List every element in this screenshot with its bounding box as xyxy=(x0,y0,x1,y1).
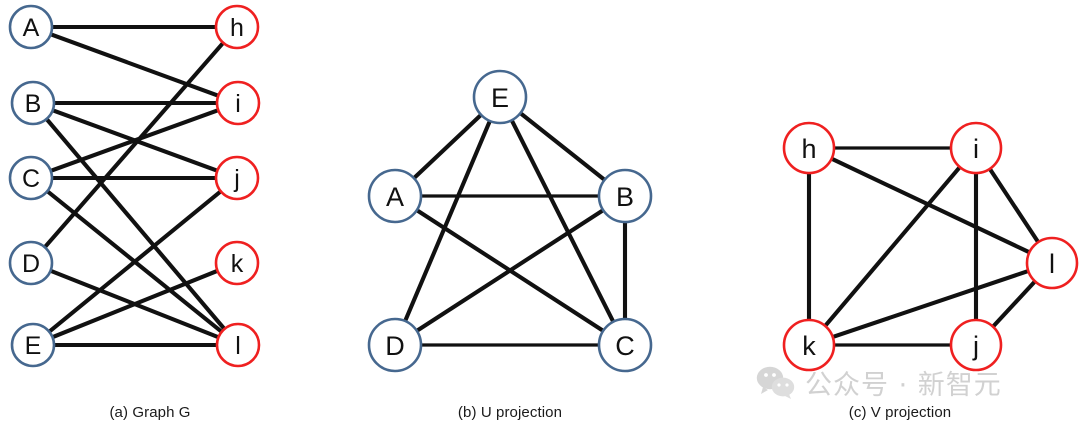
node-circle-A xyxy=(367,168,423,224)
node-label-E: E xyxy=(491,83,509,113)
node-label-A: A xyxy=(386,182,404,212)
node-l[interactable]: l xyxy=(215,322,261,368)
edge-E-C xyxy=(509,117,616,325)
node-label-i: i xyxy=(235,90,241,118)
graph-g-svg: A B C D Eh i j k l xyxy=(8,4,261,368)
edge-k-l xyxy=(829,268,1032,340)
node-A[interactable]: A xyxy=(8,4,54,50)
node-circle-k xyxy=(214,240,260,286)
node-label-D: D xyxy=(385,331,405,361)
node-A[interactable]: A xyxy=(367,168,423,224)
node-k[interactable]: k xyxy=(214,240,260,286)
node-circle-j xyxy=(214,155,260,201)
node-label-D: D xyxy=(22,250,40,278)
edge-B-l xyxy=(43,116,228,332)
caption-u-projection: (b) U projection xyxy=(457,404,563,421)
edge-D-h xyxy=(42,40,226,250)
edge-A-i xyxy=(47,31,222,99)
node-label-k: k xyxy=(802,331,816,361)
node-B[interactable]: B xyxy=(597,168,653,224)
edge-C-i xyxy=(47,107,222,174)
node-label-B: B xyxy=(25,90,42,118)
node-h[interactable]: h xyxy=(782,121,836,175)
edge-E-D xyxy=(402,117,493,325)
edge-layer xyxy=(42,24,228,348)
node-i[interactable]: i xyxy=(949,121,1003,175)
node-circle-D xyxy=(367,317,423,373)
node-D[interactable]: D xyxy=(8,240,54,286)
edge-layer xyxy=(402,110,628,347)
node-label-A: A xyxy=(23,14,40,42)
node-D[interactable]: D xyxy=(367,317,423,373)
node-label-i: i xyxy=(973,134,979,164)
node-circle-E xyxy=(472,69,528,125)
node-C[interactable]: C xyxy=(597,317,653,373)
node-k[interactable]: k xyxy=(782,318,836,372)
node-l[interactable]: l xyxy=(1025,236,1079,290)
u-projection-svg: E A B D C xyxy=(367,69,653,373)
node-label-C: C xyxy=(615,331,635,361)
edge-i-k xyxy=(822,164,963,329)
node-label-j: j xyxy=(233,165,240,193)
node-label-h: h xyxy=(801,134,816,164)
node-label-C: C xyxy=(22,165,40,193)
edge-h-l xyxy=(828,156,1033,255)
panel-v-projection: h i l k j (c) V projection xyxy=(720,0,1080,427)
node-label-j: j xyxy=(972,331,979,361)
node-B[interactable]: B xyxy=(10,80,56,126)
node-label-h: h xyxy=(230,14,244,42)
node-circle-i xyxy=(949,121,1003,175)
node-j[interactable]: j xyxy=(214,155,260,201)
node-circle-E xyxy=(10,322,56,368)
edge-j-l xyxy=(990,278,1038,330)
node-i[interactable]: i xyxy=(215,80,261,126)
edge-E-k xyxy=(49,268,221,340)
node-layer: E A B D C xyxy=(367,69,653,373)
edge-E-j xyxy=(46,188,224,335)
node-label-k: k xyxy=(231,250,244,278)
node-circle-B xyxy=(597,168,653,224)
node-layer: A B C D Eh i j k l xyxy=(8,4,261,368)
node-E[interactable]: E xyxy=(10,322,56,368)
node-circle-j xyxy=(949,318,1003,372)
node-label-E: E xyxy=(25,332,42,360)
node-circle-A xyxy=(8,4,54,50)
panel-u-projection: E A B D C (b) U projection xyxy=(300,0,720,427)
node-label-l: l xyxy=(1049,249,1055,279)
node-layer: h i l k j xyxy=(782,121,1079,372)
edge-B-D xyxy=(413,207,607,334)
node-circle-k xyxy=(782,318,836,372)
node-C[interactable]: C xyxy=(8,155,54,201)
node-E[interactable]: E xyxy=(472,69,528,125)
edge-i-l xyxy=(987,165,1041,246)
node-circle-h xyxy=(214,4,260,50)
edge-E-A xyxy=(411,112,484,181)
node-circle-C xyxy=(8,155,54,201)
v-projection-svg: h i l k j xyxy=(782,121,1079,372)
node-circle-l xyxy=(215,322,261,368)
node-label-l: l xyxy=(235,332,241,360)
node-circle-B xyxy=(10,80,56,126)
edge-layer xyxy=(806,146,1041,347)
node-j[interactable]: j xyxy=(949,318,1003,372)
node-circle-l xyxy=(1025,236,1079,290)
caption-graph-g: (a) Graph G xyxy=(109,404,191,421)
node-circle-C xyxy=(597,317,653,373)
node-circle-D xyxy=(8,240,54,286)
node-circle-i xyxy=(215,80,261,126)
node-h[interactable]: h xyxy=(214,4,260,50)
edge-E-B xyxy=(517,110,608,183)
node-label-B: B xyxy=(616,182,634,212)
node-circle-h xyxy=(782,121,836,175)
caption-v-projection: (c) V projection xyxy=(848,404,952,421)
